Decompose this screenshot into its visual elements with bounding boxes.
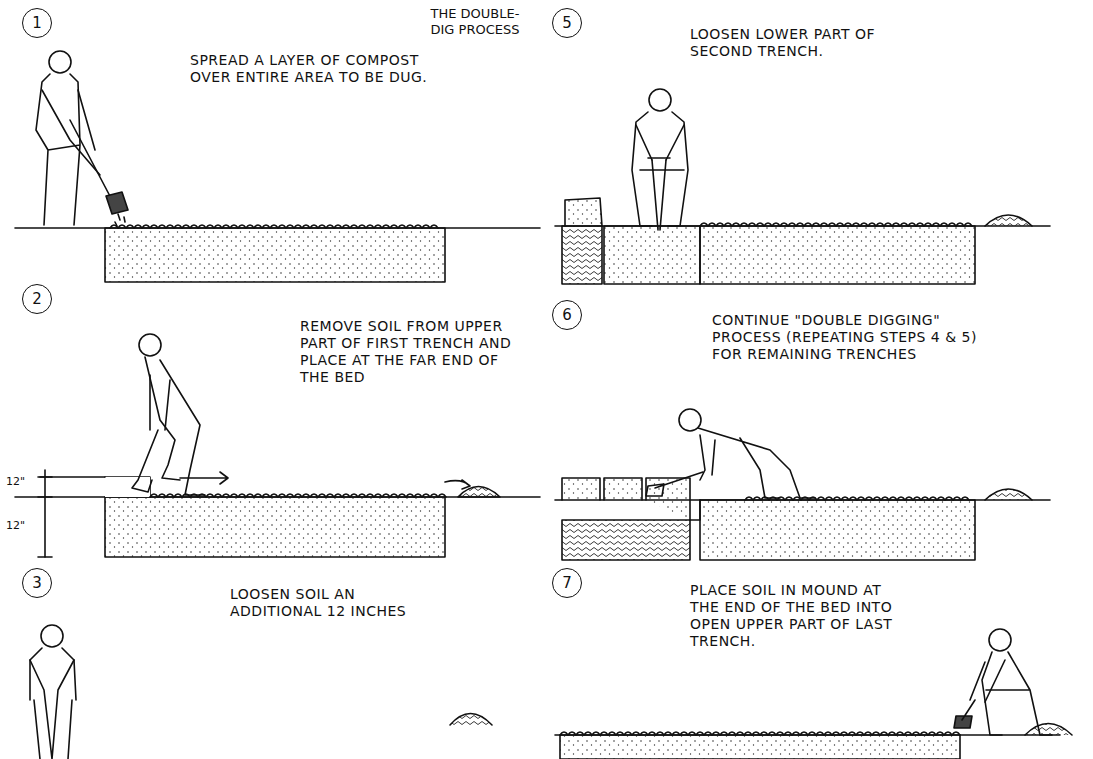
step-circle: 2 bbox=[22, 284, 52, 314]
step-instruction: LOOSEN LOWER PART OF SECOND TRENCH. bbox=[690, 26, 940, 60]
step-number: 3 bbox=[32, 574, 42, 592]
step-circle: 7 bbox=[552, 568, 582, 598]
step-instruction: LOOSEN SOIL AN ADDITIONAL 12 INCHES bbox=[230, 586, 440, 620]
step-instruction: SPREAD A LAYER OF COMPOST OVER ENTIRE AR… bbox=[190, 52, 460, 86]
step-number: 5 bbox=[562, 14, 572, 32]
step-circle: 3 bbox=[22, 568, 52, 598]
dimension-label: 12" bbox=[6, 476, 25, 488]
step-instruction: CONTINUE "DOUBLE DIGGING" PROCESS (REPEA… bbox=[712, 312, 982, 363]
step-circle: 1 bbox=[22, 8, 52, 38]
step-instruction: PLACE SOIL IN MOUND AT THE END OF THE BE… bbox=[690, 582, 900, 650]
step-number: 7 bbox=[562, 574, 572, 592]
diagram-title: THE DOUBLE-DIG PROCESS bbox=[420, 6, 530, 38]
step-number: 1 bbox=[32, 14, 42, 32]
step-number: 2 bbox=[32, 290, 42, 308]
step-instruction: REMOVE SOIL FROM UPPER PART OF FIRST TRE… bbox=[300, 318, 515, 386]
step-number: 6 bbox=[562, 306, 572, 324]
step-circle: 5 bbox=[552, 8, 582, 38]
dimension-label: 12" bbox=[6, 520, 25, 532]
step-circle: 6 bbox=[552, 300, 582, 330]
